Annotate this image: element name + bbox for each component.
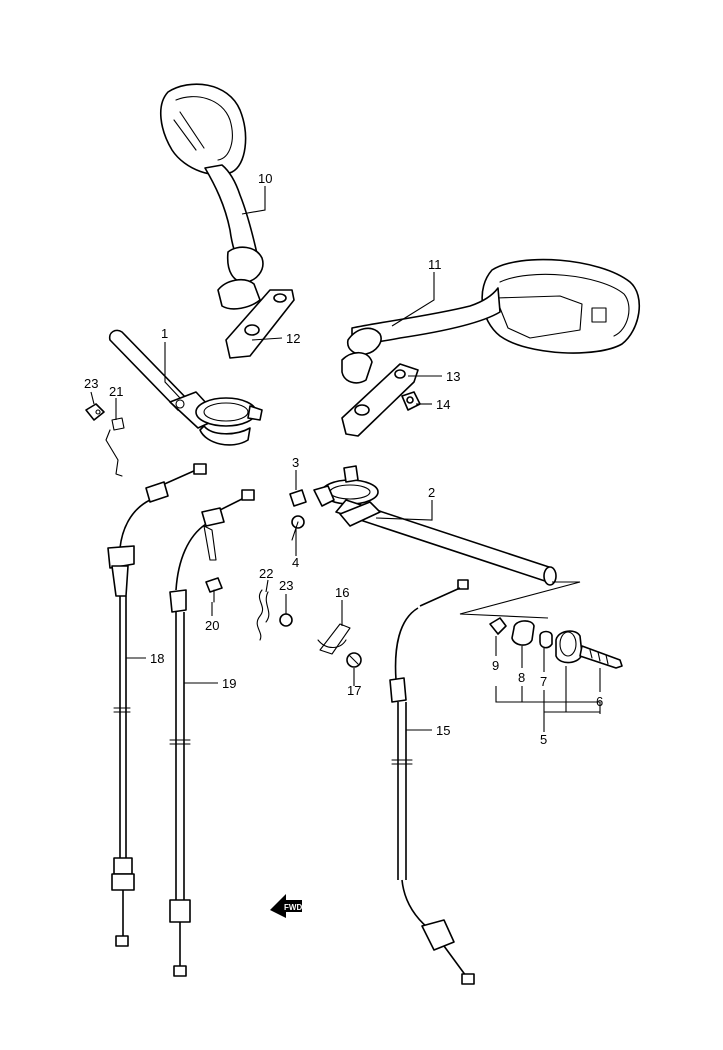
leader-lines bbox=[90, 186, 601, 732]
callout-21: 21 bbox=[109, 384, 123, 399]
callout-20: 20 bbox=[205, 618, 219, 633]
callout-22: 22 bbox=[259, 566, 273, 581]
bar-end-weight[interactable] bbox=[555, 630, 583, 664]
screw-20[interactable] bbox=[205, 577, 223, 603]
clutch-cable-15[interactable] bbox=[389, 579, 475, 985]
callout-16: 16 bbox=[335, 585, 349, 600]
callout-6: 6 bbox=[596, 694, 603, 709]
callout-14: 14 bbox=[436, 397, 450, 412]
callout-12: 12 bbox=[286, 331, 300, 346]
bar-end-collar-8[interactable] bbox=[511, 620, 535, 646]
callout-8: 8 bbox=[518, 670, 525, 685]
callout-10: 10 bbox=[258, 171, 272, 186]
callout-18: 18 bbox=[150, 651, 164, 666]
callout-7: 7 bbox=[540, 674, 547, 689]
callout-19: 19 bbox=[222, 676, 236, 691]
bar-end-washer-7[interactable] bbox=[539, 630, 553, 649]
right-mirror-bracket[interactable] bbox=[341, 363, 419, 437]
screw-23-left[interactable] bbox=[85, 403, 105, 421]
throttle-cable-18[interactable] bbox=[107, 463, 207, 947]
right-mirror[interactable] bbox=[341, 258, 640, 384]
left-mirror-bracket[interactable] bbox=[225, 289, 295, 359]
callout-2: 2 bbox=[428, 485, 435, 500]
nut-14[interactable] bbox=[401, 391, 421, 411]
callout-13: 13 bbox=[446, 369, 460, 384]
callout-23-left: 23 bbox=[84, 376, 98, 391]
right-handlebar[interactable] bbox=[313, 465, 557, 586]
left-handlebar[interactable] bbox=[108, 329, 263, 446]
callout-11: 11 bbox=[428, 257, 442, 272]
callout-15: 15 bbox=[436, 723, 450, 738]
clip-22[interactable] bbox=[256, 589, 270, 641]
bolt-3[interactable] bbox=[289, 489, 307, 507]
callout-9: 9 bbox=[492, 658, 499, 673]
callout-3: 3 bbox=[292, 455, 299, 470]
cut-line bbox=[459, 581, 581, 619]
callout-17: 17 bbox=[347, 683, 361, 698]
clip-21[interactable] bbox=[105, 417, 125, 477]
callout-1: 1 bbox=[161, 326, 168, 341]
callout-4: 4 bbox=[292, 555, 299, 570]
screw-17[interactable] bbox=[346, 652, 362, 668]
callout-23-right: 23 bbox=[279, 578, 293, 593]
callout-labels: 10 11 12 13 14 1 23 21 3 4 2 20 22 23 16… bbox=[84, 171, 603, 747]
callout-5: 5 bbox=[540, 732, 547, 747]
bar-end-nut-9[interactable] bbox=[489, 617, 507, 635]
throttle-cable-19[interactable] bbox=[169, 489, 255, 977]
bolt-4[interactable] bbox=[291, 515, 305, 541]
fwd-arrow-icon: FWD bbox=[270, 894, 302, 918]
bar-end-screw-6[interactable] bbox=[579, 645, 623, 669]
fwd-label: FWD bbox=[284, 903, 302, 912]
clamp-16[interactable] bbox=[317, 623, 351, 655]
left-mirror[interactable] bbox=[159, 83, 264, 310]
screw-23-right[interactable] bbox=[279, 613, 293, 627]
